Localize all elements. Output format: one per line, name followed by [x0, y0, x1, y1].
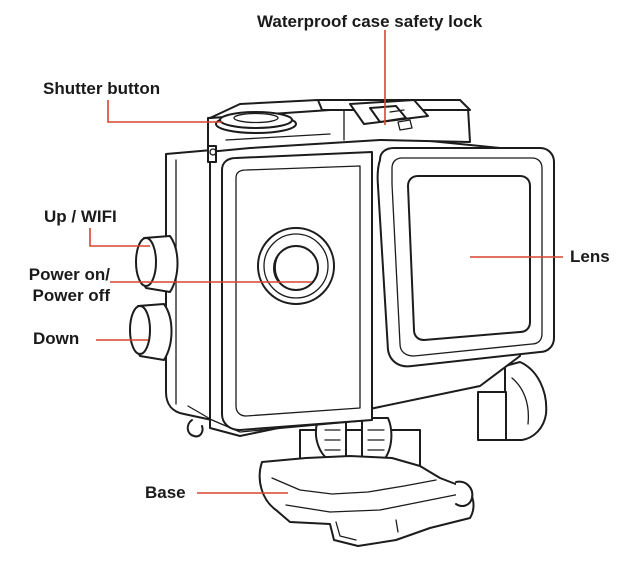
lens-frame [376, 147, 555, 368]
label-power: Power on/ Power off [0, 264, 110, 306]
side-buttons [129, 235, 179, 361]
safety-lock-shape [349, 99, 429, 131]
label-shutter-button: Shutter button [43, 79, 161, 98]
label-power-line1: Power on/ [28, 265, 110, 284]
label-power-line2: Power off [32, 286, 110, 305]
base-mount [258, 417, 475, 547]
label-base: Base [145, 483, 186, 502]
shutter-button-shape [215, 111, 297, 134]
label-safety-lock: Waterproof case safety lock [257, 12, 483, 31]
label-down: Down [33, 329, 80, 348]
leader-lines [89, 30, 563, 494]
rear-bracket [477, 361, 548, 441]
label-lens: Lens [570, 247, 610, 266]
leader-up-wifi [89, 228, 150, 247]
power-button-shape [257, 227, 335, 305]
leader-shutter [107, 100, 222, 123]
label-up-wifi: Up / WIFI [44, 207, 117, 226]
